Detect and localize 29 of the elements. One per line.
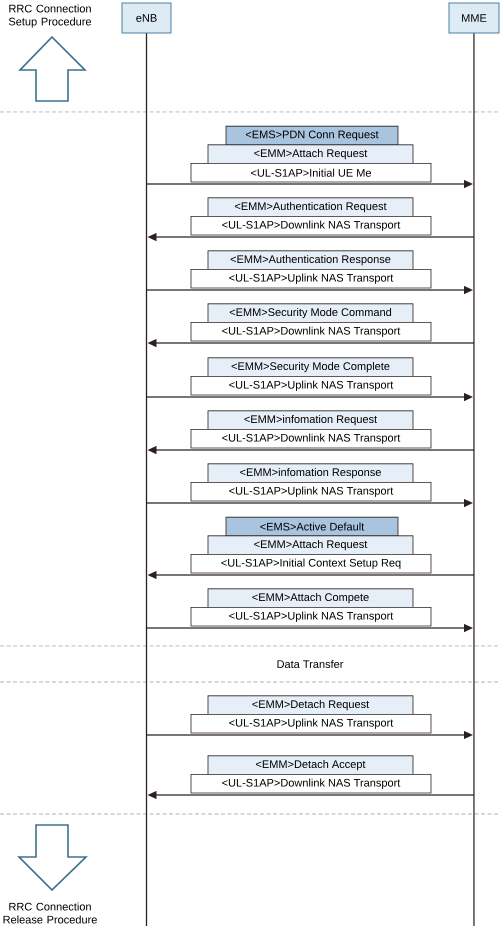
- message-box: <EMM>Attach Request: [208, 535, 414, 555]
- message-box: <EMM>Authentication Request: [208, 197, 414, 217]
- message-box: <EMM>Attach Compete: [208, 588, 414, 608]
- message-box: <EMS>Active Default: [226, 516, 398, 536]
- message-box: <UL-S1AP>Initial Context Setup Req: [190, 554, 432, 574]
- message-box: <UL-S1AP>Uplink NAS Transport: [190, 376, 432, 396]
- phase-label: RRC Connection Setup Procedure: [8, 4, 92, 28]
- message-box: <EMM>infomation Response: [208, 463, 414, 483]
- message-box: <UL-S1AP>Initial UE Me: [190, 163, 432, 182]
- message-box: <EMM>Detach Request: [208, 695, 414, 715]
- message-box: <EMM>Attach Request: [208, 144, 414, 164]
- message-box: <UL-S1AP>Downlink NAS Transport: [190, 322, 432, 342]
- phase-label: Data Transfer: [277, 660, 344, 668]
- lifeline-header: eNB: [122, 2, 172, 34]
- message-box: <EMM>infomation Request: [208, 410, 414, 430]
- lifeline-header: MME: [448, 2, 500, 34]
- message-box: <UL-S1AP>Uplink NAS Transport: [190, 607, 432, 626]
- message-box: <EMM>Security Mode Complete: [208, 357, 414, 377]
- phase-label: RRC Connection Release Procedure: [4, 902, 97, 924]
- message-box: <UL-S1AP>Downlink NAS Transport: [190, 429, 432, 448]
- message-box: <EMM>Security Mode Command: [208, 303, 414, 323]
- message-box: <UL-S1AP>Downlink NAS Transport: [190, 216, 432, 236]
- message-box: <EMM>Detach Accept: [208, 755, 414, 775]
- message-box: <EMM>Authentication Response: [208, 250, 414, 270]
- message-box: <UL-S1AP>Uplink NAS Transport: [190, 714, 432, 734]
- message-box: <UL-S1AP>Uplink NAS Transport: [190, 482, 432, 502]
- message-box: <UL-S1AP>Uplink NAS Transport: [190, 269, 432, 288]
- message-box: <UL-S1AP>Downlink NAS Transport: [190, 774, 432, 794]
- message-box: <EMS>PDN Conn Request: [226, 126, 398, 146]
